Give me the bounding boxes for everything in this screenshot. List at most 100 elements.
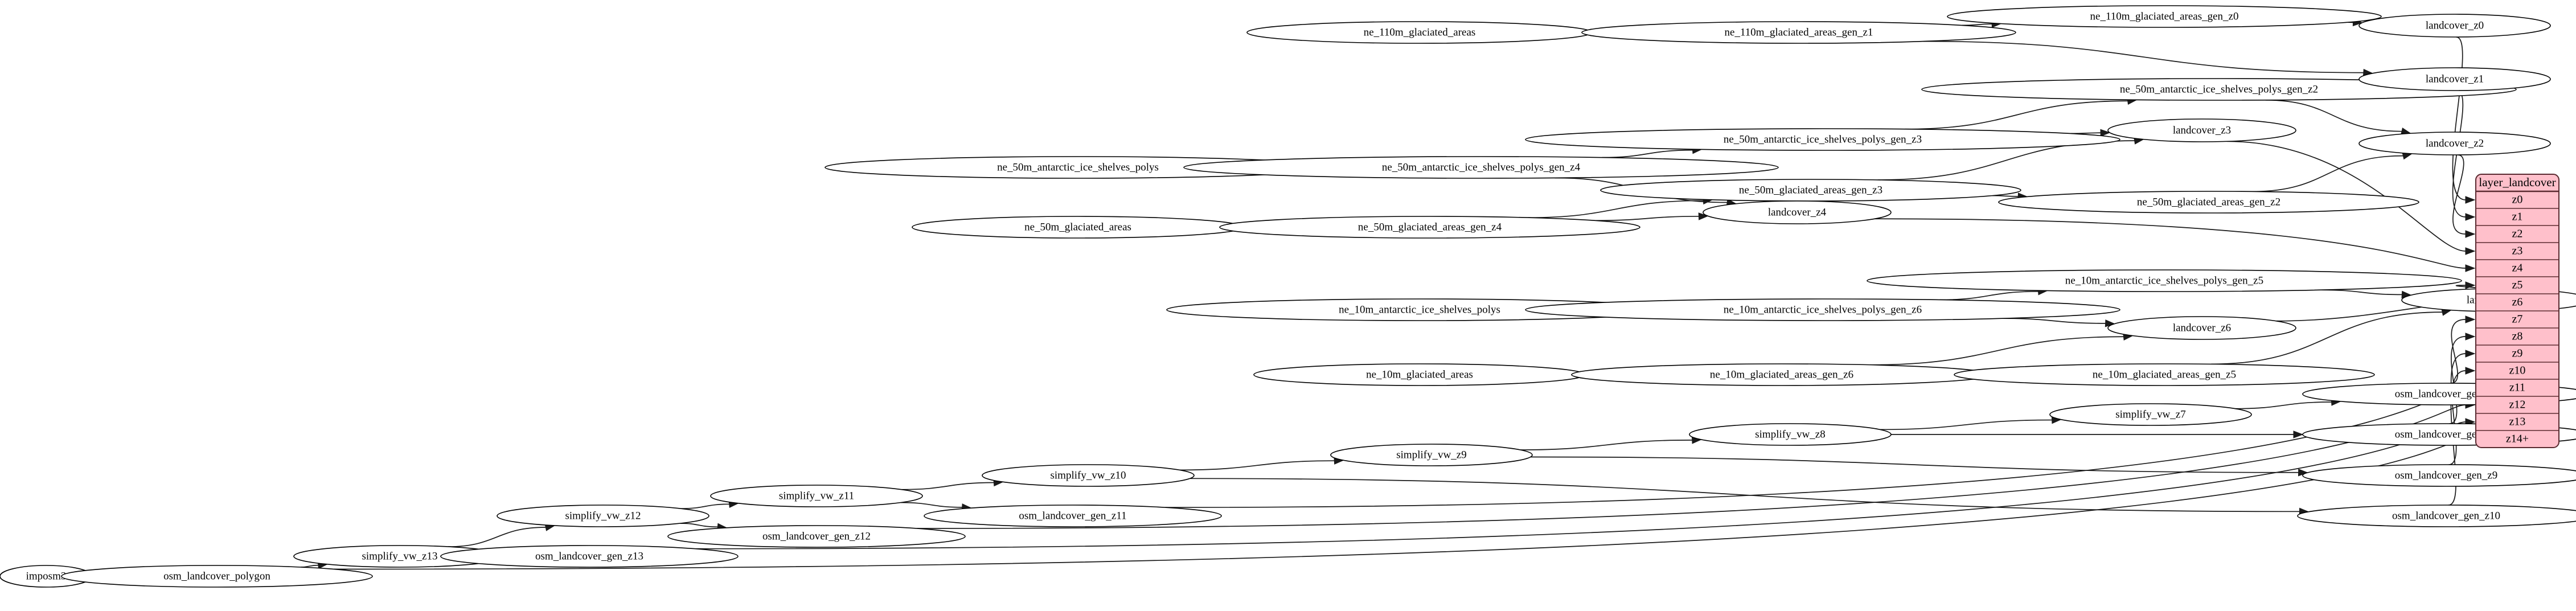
table-input-edge: [695, 421, 2466, 550]
table-row-z1[interactable]: z1: [2512, 211, 2523, 223]
graph-node-ne_50m_antarctic_ice_shelves_polys_gen_z3[interactable]: ne_50m_antarctic_ice_shelves_polys_gen_z…: [1525, 128, 2120, 151]
node-label: osm_landcover_gen_z9: [2395, 469, 2497, 481]
table-row-z2[interactable]: z2: [2512, 228, 2523, 240]
graph-node-simplify_vw_z9[interactable]: simplify_vw_z9: [1330, 444, 1533, 466]
node-label: ne_50m_antarctic_ice_shelves_polys_gen_z…: [2120, 83, 2318, 95]
node-label: osm_landcover_polygon: [163, 570, 270, 582]
table-row-z3[interactable]: z3: [2512, 245, 2523, 257]
graph-edge: [448, 527, 546, 547]
graph-node-landcover_z4[interactable]: landcover_z4: [1703, 200, 1892, 224]
table-row-z10[interactable]: z10: [2509, 364, 2526, 377]
node-label: ne_10m_antarctic_ice_shelves_polys: [1339, 304, 1500, 315]
table-layer: layer_landcover z0 z1 z2 z3 z4 z5 z6 z7 z8 z9 z10 z1…: [2475, 174, 2559, 448]
graph-node-ne_10m_glaciated_areas_gen_z6[interactable]: ne_10m_glaciated_areas_gen_z6: [1571, 363, 1992, 386]
graph-node-ne_50m_antarctic_ice_shelves_polys_gen_z4[interactable]: ne_50m_antarctic_ice_shelves_polys_gen_z…: [1183, 156, 1779, 179]
graph-node-landcover_z0[interactable]: landcover_z0: [2358, 14, 2551, 38]
table-row-z4[interactable]: z4: [2512, 262, 2523, 274]
graph-node-osm_landcover_gen_z12[interactable]: osm_landcover_gen_z12: [667, 525, 966, 548]
graph-node-landcover_z2[interactable]: landcover_z2: [2358, 132, 2551, 155]
graph-node-landcover_z3[interactable]: landcover_z3: [2107, 118, 2296, 142]
node-label: imposm3: [26, 570, 67, 582]
graph-node-ne_10m_glaciated_areas_gen_z5[interactable]: ne_10m_glaciated_areas_gen_z5: [1954, 363, 2375, 386]
graph-node-landcover_z6[interactable]: landcover_z6: [2107, 316, 2296, 340]
node-shape: [1947, 5, 2382, 28]
node-label: landcover_z1: [2426, 73, 2484, 85]
graph-edge: [681, 503, 729, 510]
table-row-z6[interactable]: z6: [2512, 296, 2523, 309]
node-label: ne_10m_glaciated_areas: [1366, 368, 1473, 380]
graph-edge: [2321, 289, 2402, 296]
graph-edge: [1870, 336, 2124, 366]
table-row-z0[interactable]: z0: [2512, 194, 2523, 206]
graph-node-ne_50m_glaciated_areas_gen_z2[interactable]: ne_50m_glaciated_areas_gen_z2: [1998, 191, 2419, 214]
table-row-z11[interactable]: z11: [2509, 382, 2525, 394]
table-row-z5[interactable]: z5: [2512, 279, 2523, 292]
node-label: landcover_z6: [2173, 322, 2231, 334]
graph-edge: [1880, 419, 2052, 430]
table-input-edge: [2452, 36, 2466, 200]
node-shape: [2049, 403, 2252, 426]
table-input-edge: [917, 404, 2466, 529]
graph-node-simplify_vw_z13[interactable]: simplify_vw_z13: [293, 545, 506, 568]
node-label: simplify_vw_z7: [2115, 408, 2186, 420]
table-row-z13[interactable]: z13: [2509, 416, 2526, 428]
graph-node-simplify_vw_z7[interactable]: simplify_vw_z7: [2049, 403, 2252, 426]
node-label: ne_50m_antarctic_ice_shelves_polys_gen_z…: [1724, 133, 1922, 145]
node-shape: [1525, 298, 2120, 321]
graph-node-ne_50m_glaciated_areas[interactable]: ne_50m_glaciated_areas: [912, 216, 1244, 239]
edge-arrowhead: [2465, 230, 2476, 238]
node-shape: [2297, 505, 2576, 527]
edge-arrowhead: [2465, 367, 2476, 375]
graph-node-ne_10m_antarctic_ice_shelves_polys_gen_z5[interactable]: ne_10m_antarctic_ice_shelves_polys_gen_z…: [1867, 269, 2462, 292]
node-label: osm_landcover_gen_z7: [2395, 388, 2497, 400]
graph-node-landcover_z1[interactable]: landcover_z1: [2358, 67, 2551, 91]
node-label: ne_110m_glaciated_areas_gen_z1: [1725, 26, 1873, 38]
table-row-z8[interactable]: z8: [2512, 330, 2523, 343]
graph-node-ne_10m_antarctic_ice_shelves_polys_gen_z6[interactable]: ne_10m_antarctic_ice_shelves_polys_gen_z…: [1525, 298, 2120, 321]
node-label: ne_10m_glaciated_areas_gen_z5: [2093, 368, 2236, 380]
graph-node-simplify_vw_z11[interactable]: simplify_vw_z11: [710, 485, 923, 507]
edge-arrowhead: [1698, 212, 1709, 220]
node-label: landcover_z4: [1768, 206, 1827, 218]
table-title: layer_landcover: [2479, 175, 2556, 189]
node-shape: [1581, 21, 2016, 44]
node-label: simplify_vw_z8: [1755, 428, 1826, 440]
table-input-edge: [2452, 154, 2466, 235]
node-shape: [1703, 200, 1892, 224]
graph-node-ne_10m_glaciated_areas[interactable]: ne_10m_glaciated_areas: [1253, 363, 1586, 386]
graph-node-ne_110m_glaciated_areas_gen_z0[interactable]: ne_110m_glaciated_areas_gen_z0: [1947, 5, 2382, 28]
graph-node-osm_landcover_gen_z11[interactable]: osm_landcover_gen_z11: [924, 505, 1222, 527]
graph-node-ne_10m_antarctic_ice_shelves_polys[interactable]: ne_10m_antarctic_ice_shelves_polys: [1166, 298, 1673, 321]
node-shape: [924, 505, 1222, 527]
graph-edge: [900, 502, 962, 508]
table-input-edge: [1874, 218, 2466, 269]
table-row-z9[interactable]: z9: [2512, 347, 2523, 360]
table-row-z14+[interactable]: z14+: [2506, 433, 2529, 445]
graph-node-simplify_vw_z10[interactable]: simplify_vw_z10: [982, 464, 1195, 487]
node-shape: [1525, 128, 2120, 151]
graph-edge: [2235, 401, 2332, 409]
node-label: ne_50m_antarctic_ice_shelves_polys: [997, 161, 1159, 173]
node-label: landcover_z3: [2173, 124, 2231, 136]
graph-node-osm_landcover_gen_z9[interactable]: osm_landcover_gen_z9: [2302, 464, 2576, 487]
graph-node-ne_110m_glaciated_areas[interactable]: ne_110m_glaciated_areas: [1246, 21, 1593, 44]
table-input-edge: [2450, 319, 2466, 384]
table-row-z7[interactable]: z7: [2512, 313, 2523, 326]
graph-node-osm_landcover_gen_z13[interactable]: osm_landcover_gen_z13: [440, 545, 739, 568]
graph-edge: [1528, 200, 1704, 219]
table-row-z12[interactable]: z12: [2509, 399, 2526, 411]
graph-node-ne_50m_glaciated_areas_gen_z4[interactable]: ne_50m_glaciated_areas_gen_z4: [1219, 216, 1640, 239]
graph-edge: [680, 523, 718, 528]
graph-node-simplify_vw_z12[interactable]: simplify_vw_z12: [497, 505, 709, 527]
graph-node-osm_landcover_polygon[interactable]: osm_landcover_polygon: [61, 565, 373, 588]
node-shape: [2302, 464, 2576, 487]
node-label: osm_landcover_gen_z10: [2392, 510, 2500, 522]
node-label: simplify_vw_z13: [362, 550, 438, 562]
graph-node-osm_landcover_gen_z10[interactable]: osm_landcover_gen_z10: [2297, 505, 2576, 527]
graph-node-simplify_vw_z8[interactable]: simplify_vw_z8: [1689, 423, 1892, 446]
graph-node-ne_110m_glaciated_areas_gen_z1[interactable]: ne_110m_glaciated_areas_gen_z1: [1581, 21, 2016, 44]
graph-edge: [1905, 100, 2128, 130]
graph-node-ne_50m_glaciated_areas_gen_z3[interactable]: ne_50m_glaciated_areas_gen_z3: [1600, 179, 2021, 202]
node-shape: [2107, 316, 2296, 340]
node-shape: [710, 485, 923, 507]
